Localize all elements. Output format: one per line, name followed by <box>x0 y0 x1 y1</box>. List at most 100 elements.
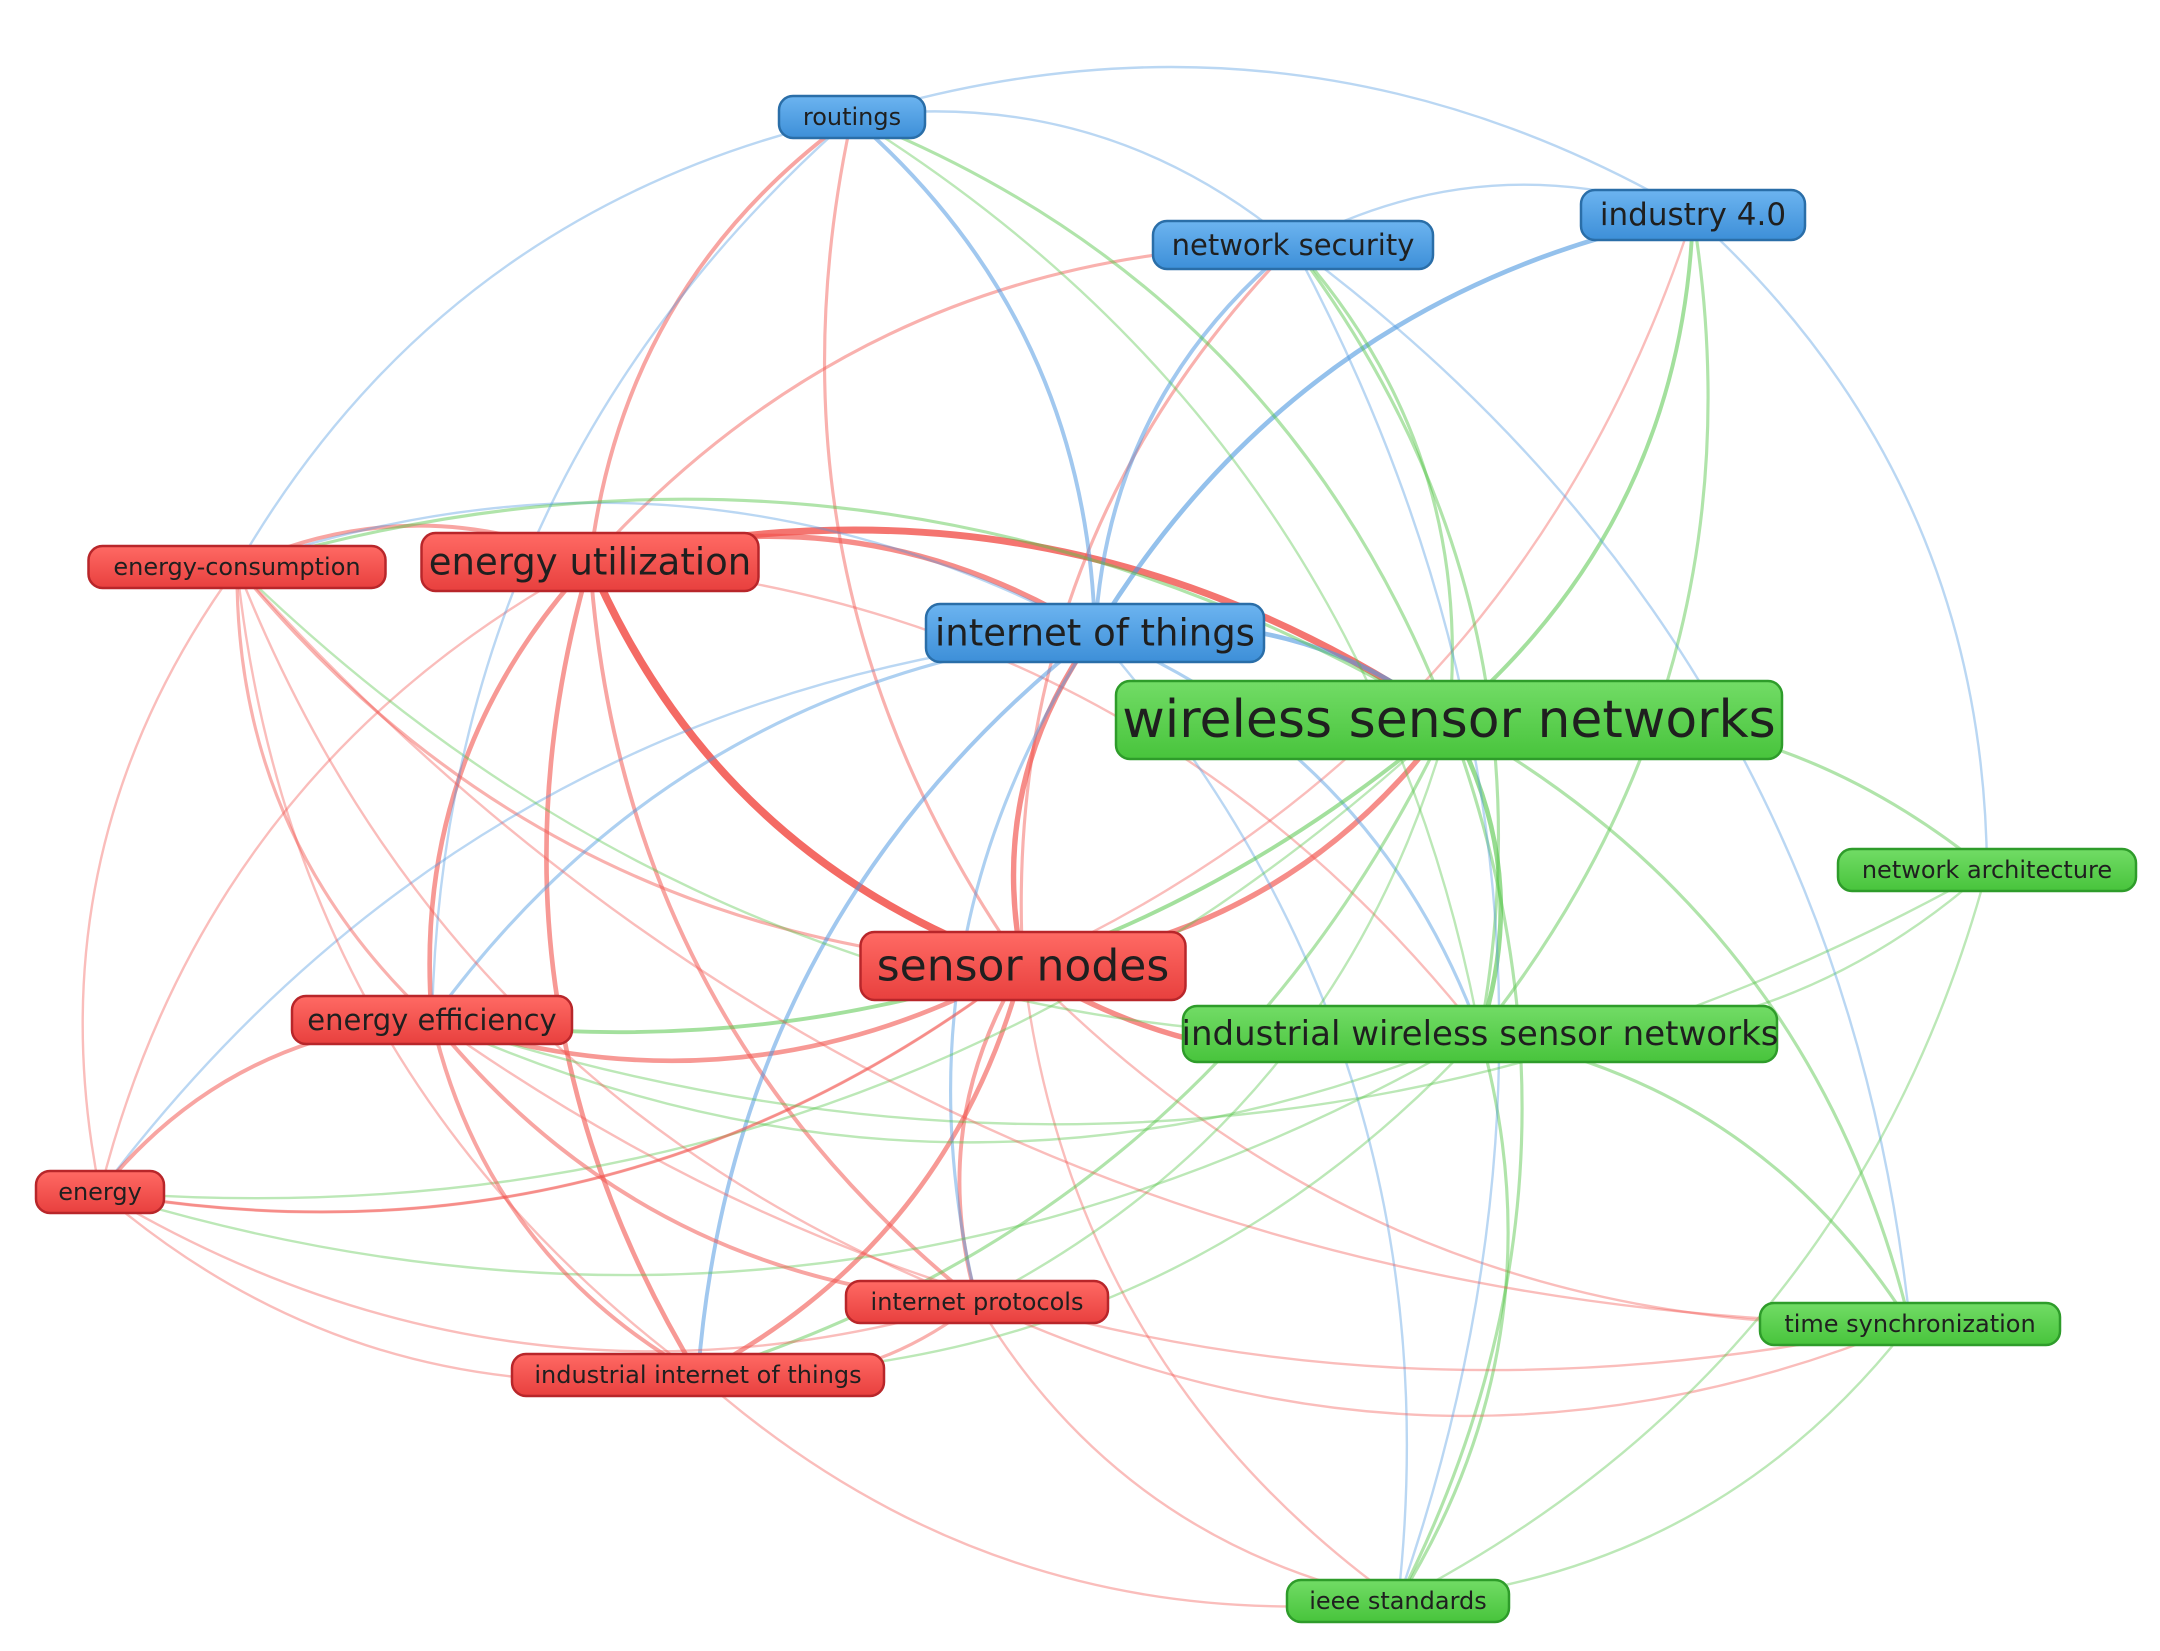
node-iwsn[interactable]: industrial wireless sensor networks <box>1181 1004 1779 1064</box>
link-energy-industrial-iot <box>98 1190 700 1383</box>
link-iwsn-industry-4 <box>1478 213 1710 1036</box>
link-internet-of-things-iwsn <box>1093 631 1482 1036</box>
link-iwsn-ieee-standards <box>1396 1032 1510 1603</box>
node-energy-efficiency[interactable]: energy efficiency <box>290 994 574 1046</box>
node-network-security[interactable]: network security <box>1151 219 1435 271</box>
link-internet-of-things-network-security <box>1093 243 1295 635</box>
link-network-security-ieee-standards <box>1291 243 1501 1603</box>
node-label: industrial internet of things <box>534 1361 861 1389</box>
link-industry-4-network-architecture <box>1691 213 1989 872</box>
link-internet-of-things-energy <box>98 631 1097 1194</box>
link-layer <box>81 65 1989 1608</box>
node-wsn[interactable]: wireless sensor networks <box>1114 679 1784 761</box>
node-label: energy <box>58 1178 142 1206</box>
link-energy-consumption-time-synchronization <box>235 565 1912 1326</box>
link-wsn-industrial-iot <box>696 718 1451 1377</box>
link-iwsn-network-security <box>1291 243 1501 1036</box>
node-box <box>777 94 927 140</box>
link-iwsn-energy-efficiency <box>430 1018 1482 1144</box>
node-label: time synchronization <box>1784 1310 2035 1338</box>
node-label: network security <box>1172 228 1415 262</box>
node-label: energy efficiency <box>307 1003 556 1037</box>
link-energy-utilization-internet-protocols <box>588 560 979 1304</box>
link-sensor-nodes-energy <box>98 964 1025 1214</box>
node-label: internet protocols <box>871 1288 1084 1316</box>
node-energy-consumption[interactable]: energy-consumption <box>87 544 387 590</box>
node-box <box>1114 679 1784 761</box>
link-sensor-nodes-industry-4 <box>1021 213 1695 968</box>
link-energy-sensor-nodes <box>98 964 1025 1214</box>
link-internet-of-things-industrial-iot <box>696 631 1097 1377</box>
link-network-architecture-energy-efficiency <box>430 868 1989 1126</box>
link-energy-efficiency-energy-consumption <box>235 565 434 1022</box>
link-routings-industry-4 <box>850 65 1695 217</box>
node-industrial-iot[interactable]: industrial internet of things <box>510 1352 886 1398</box>
link-internet-of-things-energy-consumption <box>235 501 1097 635</box>
node-label: routings <box>803 103 901 131</box>
link-energy-utilization-routings <box>588 115 854 564</box>
link-time-synchronization-ieee-standards <box>1396 1322 1912 1603</box>
node-routings[interactable]: routings <box>777 94 927 140</box>
node-energy[interactable]: energy <box>34 1169 166 1215</box>
link-routings-energy-consumption <box>235 115 854 569</box>
link-internet-of-things-ieee-standards <box>1093 631 1409 1603</box>
node-box <box>420 531 760 593</box>
link-industrial-iot-energy-consumption <box>235 565 700 1377</box>
link-sensor-nodes-energy-consumption <box>235 565 1025 968</box>
link-energy-internet-protocols <box>98 1190 979 1353</box>
link-iwsn-energy <box>98 1032 1482 1277</box>
link-energy-efficiency-time-synchronization <box>430 1018 1912 1372</box>
link-wsn-industry-4 <box>1447 213 1695 722</box>
node-label: industry 4.0 <box>1600 197 1786 233</box>
node-label: industrial wireless sensor networks <box>1182 1014 1779 1054</box>
link-wsn-energy <box>98 718 1451 1200</box>
link-internet-of-things-routings <box>850 115 1097 635</box>
link-sensor-nodes-routings <box>823 115 1025 968</box>
node-label: energy-consumption <box>113 553 360 581</box>
link-energy-energy-consumption <box>81 565 239 1194</box>
link-iwsn-routings <box>850 115 1482 1036</box>
node-energy-utilization[interactable]: energy utilization <box>420 531 760 593</box>
node-internet-of-things[interactable]: internet of things <box>924 602 1266 664</box>
link-internet-of-things-industry-4 <box>1092 212 1696 636</box>
link-sensor-nodes-internet-of-things <box>1010 630 1098 969</box>
node-layer: routings network security industry 4.0 inte… <box>34 94 2138 1624</box>
node-label: sensor nodes <box>877 941 1170 992</box>
node-ieee-standards[interactable]: ieee standards <box>1285 1578 1511 1624</box>
link-energy-utilization-industrial-iot <box>544 559 701 1378</box>
link-energy-utilization-energy-efficiency <box>427 559 593 1023</box>
link-wsn-energy-consumption <box>235 497 1451 722</box>
node-box <box>859 930 1187 1002</box>
link-sensor-nodes-industrial-iot <box>695 963 1026 1378</box>
link-routings-energy-efficiency <box>430 115 854 1022</box>
node-sensor-nodes[interactable]: sensor nodes <box>859 930 1187 1002</box>
link-network-architecture-ieee-standards <box>1396 868 1989 1603</box>
node-box <box>1836 847 2138 893</box>
node-box <box>924 602 1266 664</box>
link-iwsn-time-synchronization <box>1478 1032 1912 1326</box>
link-wsn-iwsn <box>1446 717 1504 1037</box>
link-internet-protocols-time-synchronization <box>975 1300 1912 1418</box>
node-time-synchronization[interactable]: time synchronization <box>1758 1301 2062 1347</box>
link-sensor-nodes-internet-protocols <box>957 964 1025 1304</box>
link-sensor-nodes-ieee-standards <box>1021 964 1400 1603</box>
link-energy-efficiency-energy <box>98 1018 434 1194</box>
node-network-architecture[interactable]: network architecture <box>1836 847 2138 893</box>
node-label: network architecture <box>1862 856 2112 884</box>
node-box <box>290 994 574 1046</box>
link-network-security-time-synchronization <box>1291 243 1912 1326</box>
node-internet-protocols[interactable]: internet protocols <box>844 1279 1110 1325</box>
link-wsn-routings <box>850 115 1451 722</box>
node-box <box>1285 1578 1511 1624</box>
node-box <box>87 544 387 590</box>
node-box <box>844 1279 1110 1325</box>
node-box <box>1579 188 1807 242</box>
node-label: ieee standards <box>1309 1587 1487 1615</box>
node-box <box>1181 1004 1779 1064</box>
node-industry-4[interactable]: industry 4.0 <box>1579 188 1807 242</box>
node-label: energy utilization <box>429 541 751 584</box>
link-energy-utilization-energy <box>98 560 592 1194</box>
node-label: internet of things <box>935 612 1255 655</box>
node-box <box>34 1169 166 1215</box>
